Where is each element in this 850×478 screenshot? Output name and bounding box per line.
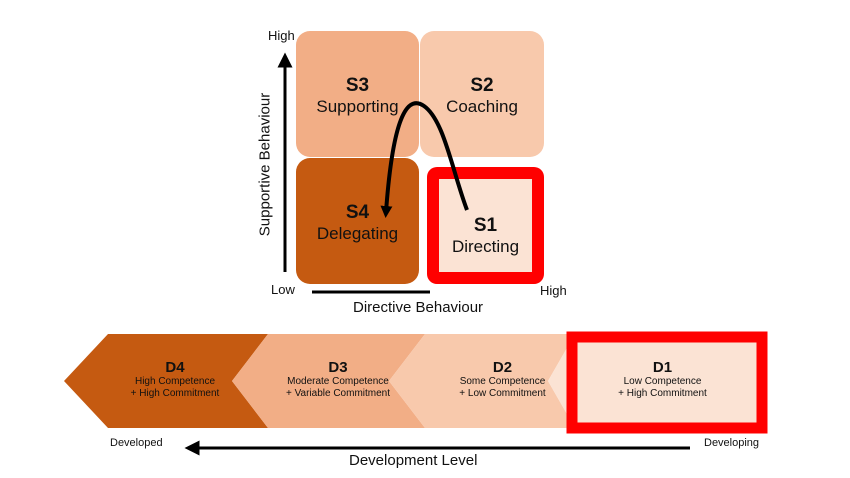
quadrant-s3-label: Supporting [316,97,399,116]
stage-d1-line2: + High Commitment [618,388,707,399]
x-axis-high-label: High [540,283,567,298]
stage-d4: D4 High Competence + High Commitment [100,359,250,400]
y-axis-low-label: Low [271,282,295,297]
developing-label: Developing [704,437,760,449]
stage-d1: D1 Low Competence + High Commitment [590,359,735,400]
stage-d2-line1: Some Competence [459,376,546,387]
quadrant-s1-label: Directing [451,237,520,256]
quadrant-s1: S1 Directing [427,167,544,284]
quadrant-s2-label: Coaching [446,97,518,116]
stage-d1-line1: Low Competence [623,376,702,387]
quadrant-s2: S2 Coaching [420,31,544,157]
developed-label: Developed [110,437,163,449]
quadrant-s4: S4 Delegating [296,158,419,284]
stage-d3: D3 Moderate Competence + Variable Commit… [258,359,418,400]
quadrant-s4-label: Delegating [316,224,399,243]
stage-d2: D2 Some Competence + Low Commitment [430,359,575,400]
development-axis-title: Development Level [349,452,478,469]
stage-d4-line1: High Competence [134,376,216,387]
quadrant-s3-code: S3 [345,75,370,96]
stage-d2-code: D2 [492,359,513,376]
stage-d2-line2: + Low Commitment [459,388,546,399]
y-axis-high-label: High [268,28,295,43]
quadrant-s3: S3 Supporting [296,31,419,157]
x-axis-title: Directive Behaviour [353,299,484,316]
stage-d4-line2: + High Commitment [130,388,220,399]
stage-d4-code: D4 [165,359,185,376]
y-axis-title: Supportive Behaviour [256,92,274,237]
stage-d3-line2: + Variable Commitment [285,388,391,399]
stage-d3-line1: Moderate Competence [287,376,389,387]
stage-d3-code: D3 [328,359,348,376]
quadrant-s1-code: S1 [473,215,498,236]
quadrant-s4-code: S4 [345,202,370,223]
quadrant-s2-code: S2 [470,75,494,96]
stage-d1-code: D1 [652,359,673,376]
